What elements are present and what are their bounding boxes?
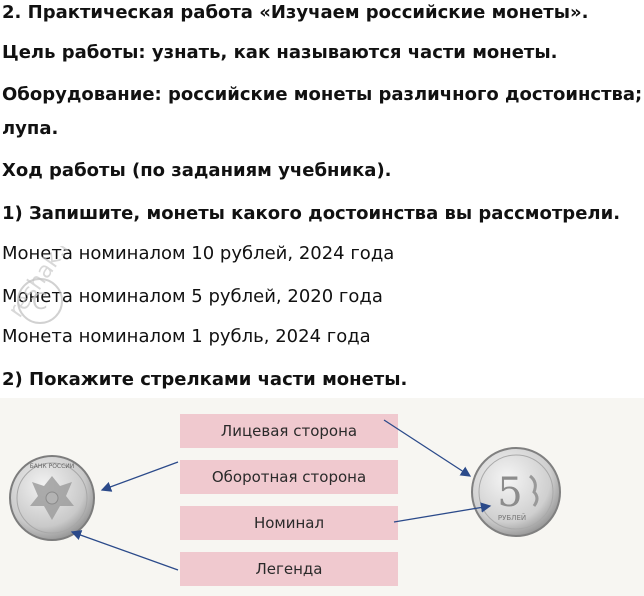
answer-line-2: Монета номиналом 5 рублей, 2020 года [2, 286, 383, 307]
coin-obverse-image: 5 РУБЛЕЙ [471, 447, 561, 537]
goal-text: Цель работы: узнать, как называются част… [2, 42, 558, 63]
arrow-denomination [393, 502, 492, 523]
coin-denomination-word: РУБЛЕЙ [498, 513, 526, 522]
task-1-heading: 1) Запишите, монеты какого достоинства в… [2, 203, 621, 224]
answer-line-1: Монета номиналом 10 рублей, 2024 года [2, 243, 395, 264]
procedure-heading: Ход работы (по заданиям учебника). [2, 160, 392, 181]
coin-denomination-number: 5 [497, 470, 522, 516]
label-legend: Легенда [180, 552, 398, 586]
label-denomination: Номинал [180, 506, 398, 540]
coin-legend-text: БАНК РОССИИ [30, 463, 75, 470]
label-reverse-side: Оборотная сторона [180, 460, 398, 494]
arrow-reverse [100, 461, 179, 492]
task-2-heading: 2) Покажите стрелками части монеты. [2, 369, 408, 390]
coin-reverse-image: БАНК РОССИИ [9, 455, 95, 541]
coin-parts-figure: БАНК РОССИИ 5 РУБЛЕЙ Лицевая сторона Обо… [0, 398, 644, 596]
equipment-text-continued: лупа. [2, 118, 59, 139]
page-title: 2. Практическая работа «Изучаем российск… [2, 2, 589, 23]
equipment-text: Оборудование: российские монеты различно… [2, 84, 643, 105]
arrows-overlay [70, 419, 492, 571]
arrow-legend [70, 530, 179, 571]
arrow-obverse [383, 419, 472, 477]
answer-line-3: Монета номиналом 1 рубль, 2024 года [2, 326, 371, 347]
label-obverse-side: Лицевая сторона [180, 414, 398, 448]
